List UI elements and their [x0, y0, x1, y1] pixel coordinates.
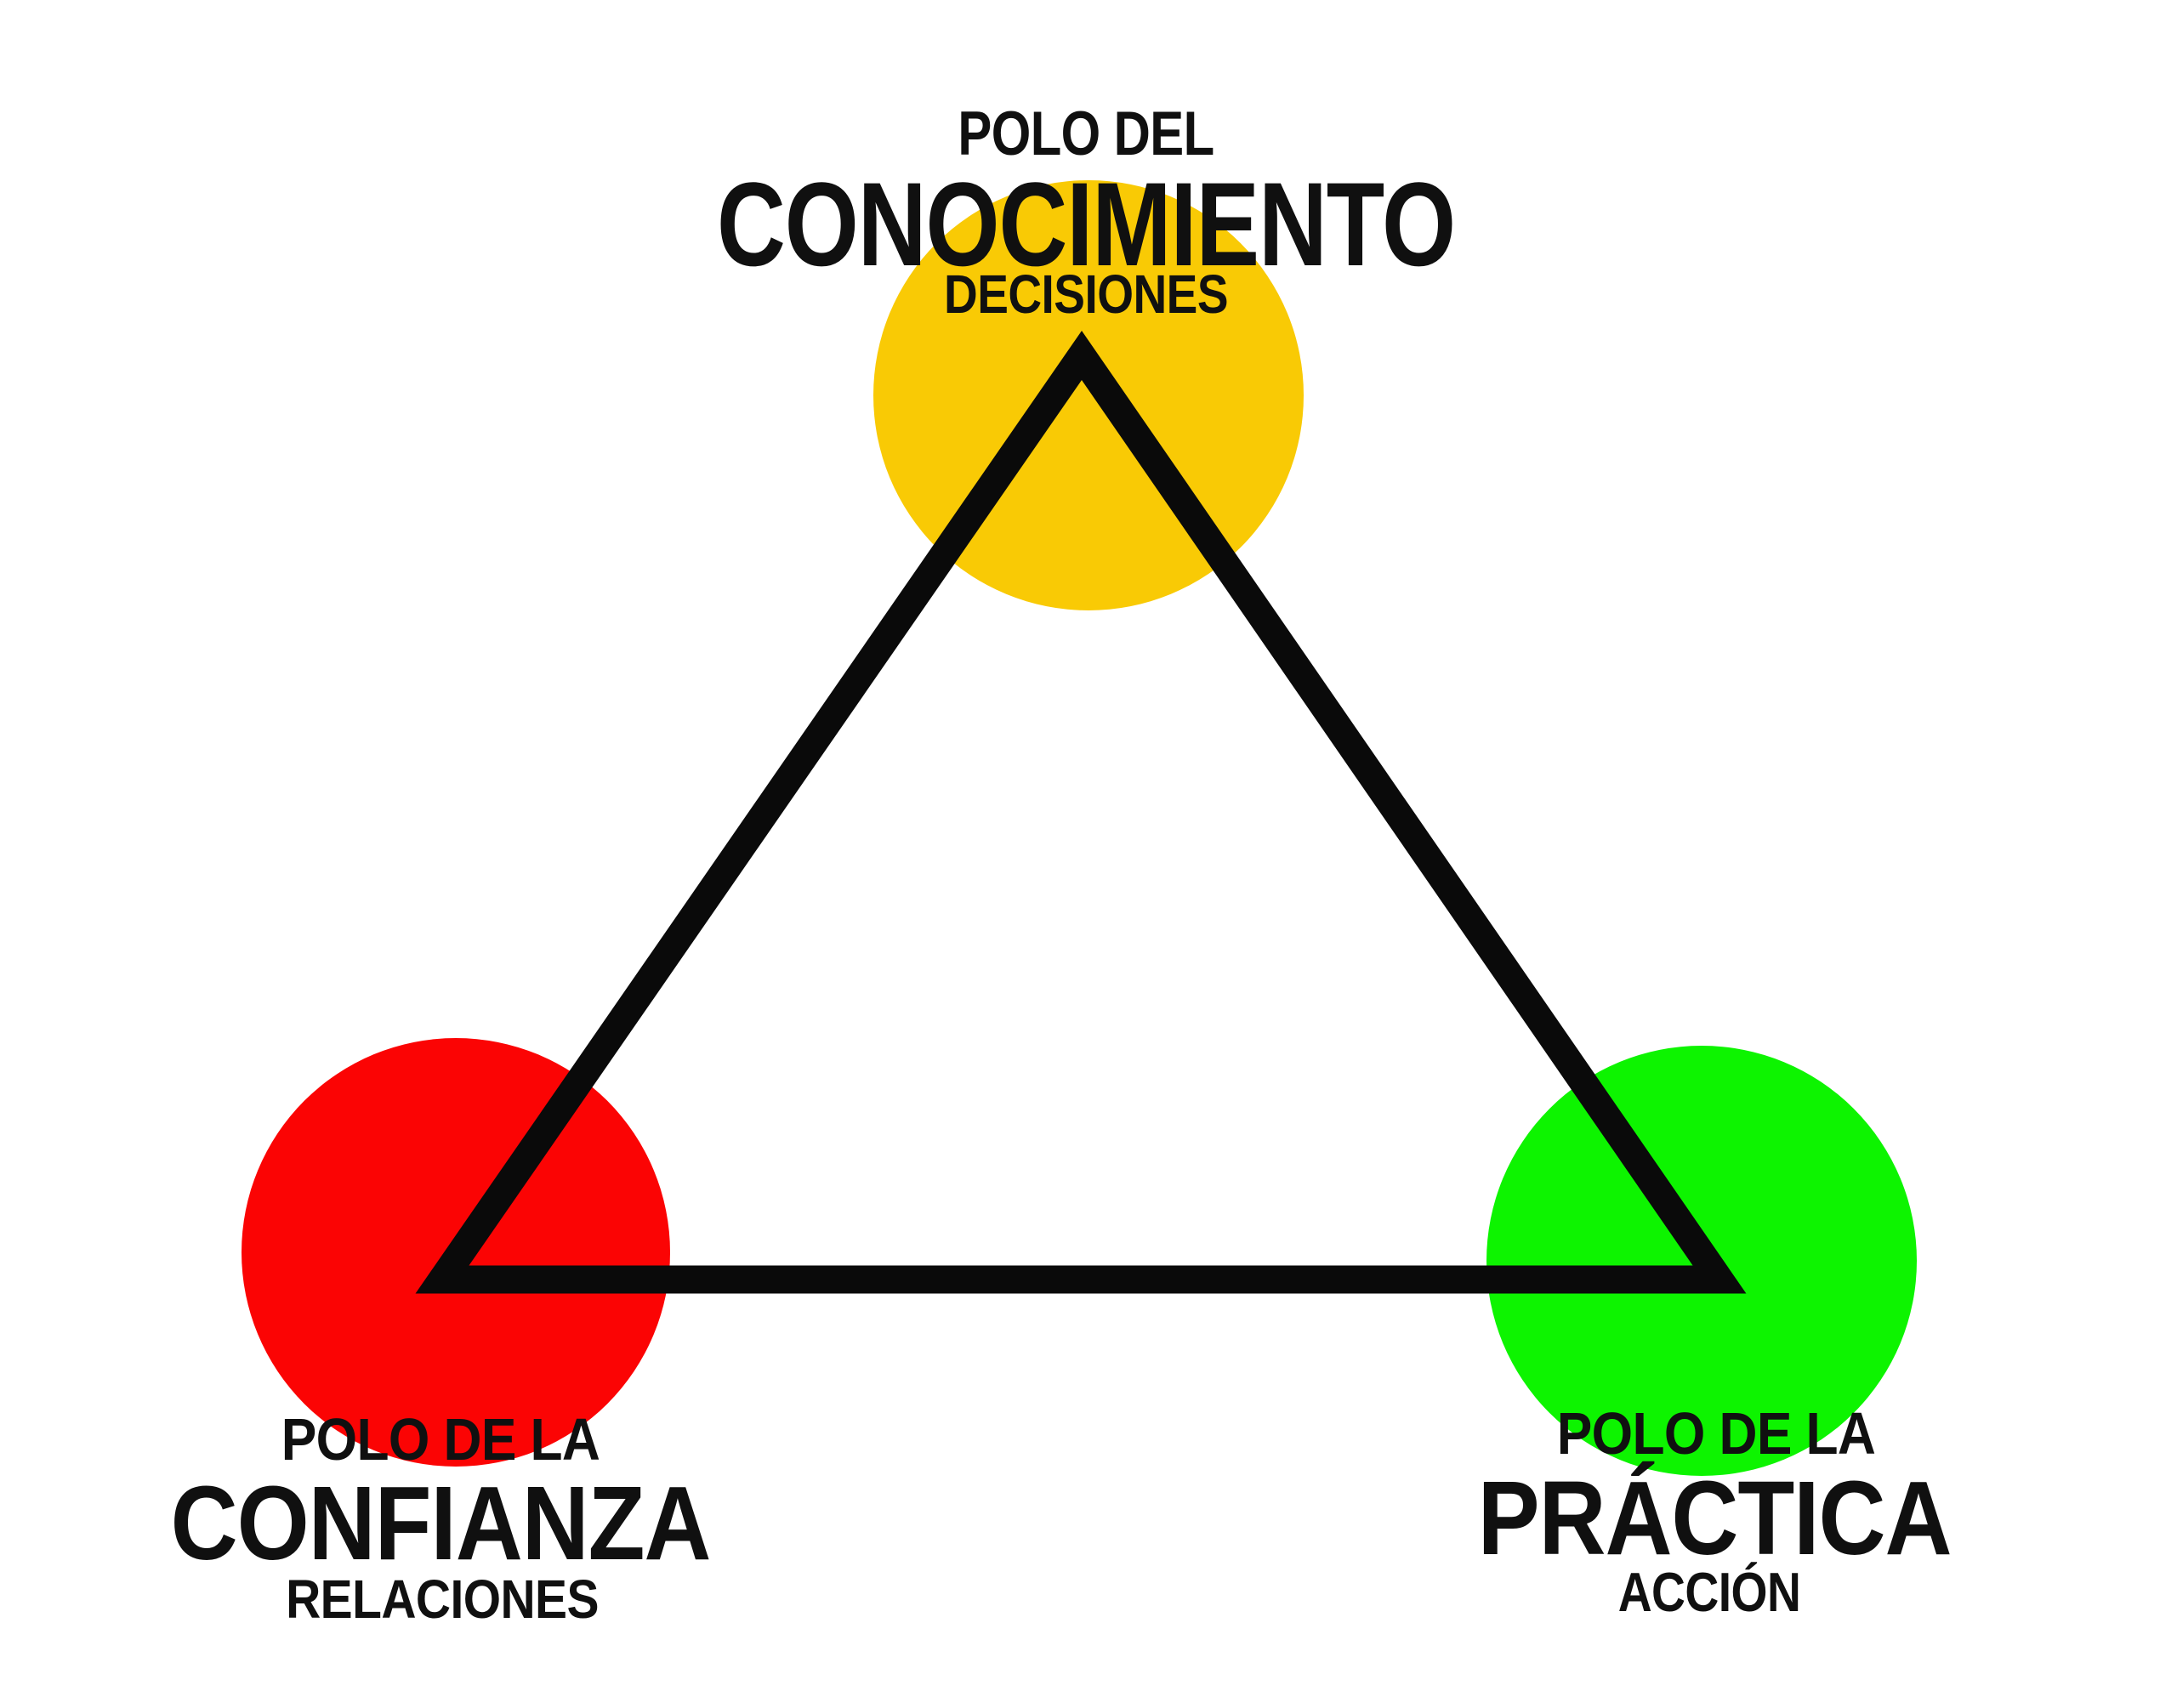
practice-pole-pretitle: POLO DE LA: [1556, 1400, 1876, 1467]
trust-pole-title: CONFIANZA: [170, 1466, 712, 1582]
trust-pole-subtitle: RELACIONES: [286, 1569, 599, 1630]
trust-pole-pretitle: POLO DE LA: [281, 1406, 600, 1473]
practice-pole-subtitle: ACCIÓN: [1617, 1561, 1801, 1623]
practice-pole-title: PRÁCTICA: [1477, 1461, 1952, 1577]
knowledge-pole-title: CONOCIMIENTO: [716, 157, 1456, 291]
knowledge-pole-subtitle: DECISIONES: [943, 264, 1229, 325]
knowledge-pole-pretitle: POLO DEL: [958, 99, 1214, 168]
triangle-outline: [415, 330, 1747, 1294]
